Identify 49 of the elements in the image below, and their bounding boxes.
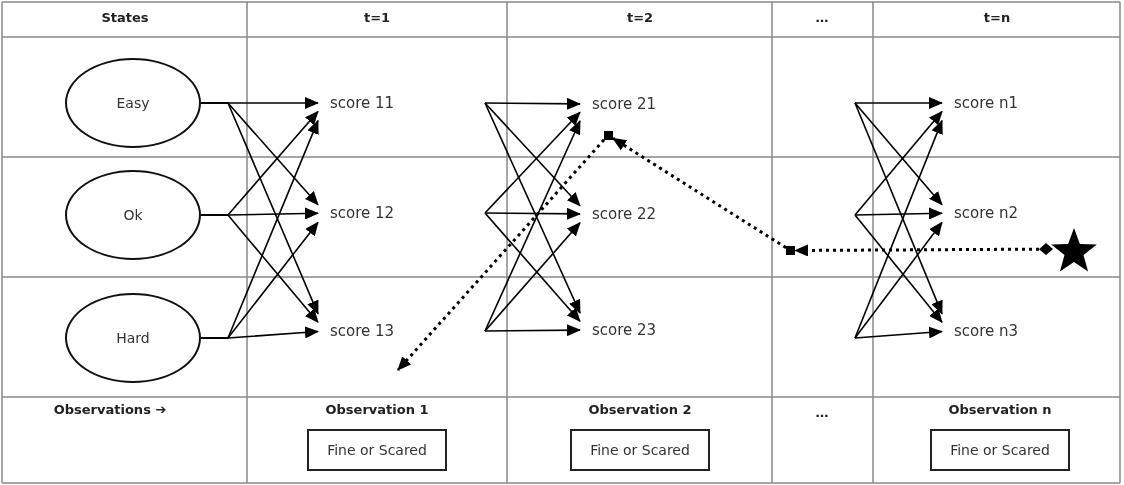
arrow (484, 324, 581, 337)
state-ellipse: Easy (65, 58, 201, 148)
score-text: score 12 (318, 202, 485, 224)
dotted-arrow (612, 137, 787, 249)
observation-box: Fine or Scared (307, 429, 447, 471)
score-text: score 11 (318, 92, 485, 114)
column-header: t=n (983, 10, 1011, 25)
state-ellipse: Hard (65, 293, 201, 383)
state-ellipse: Ok (65, 170, 201, 260)
column-header: t=2 (626, 10, 654, 25)
arrow (854, 102, 943, 315)
arrow (484, 222, 581, 332)
square-marker (786, 246, 795, 255)
arrow (200, 326, 319, 339)
arrow (200, 102, 319, 315)
score-text: score 23 (580, 319, 770, 341)
column-header: t=1 (363, 10, 391, 25)
arrow (854, 214, 943, 324)
score-text: score n3 (942, 320, 1052, 342)
column-heading: Observation 2 (588, 402, 692, 417)
arrow (484, 207, 581, 220)
square-marker (604, 131, 613, 140)
score-text: score n2 (942, 202, 1052, 224)
column-heading: Observation n (948, 402, 1052, 417)
arrow (854, 110, 943, 216)
observation-box: Fine or Scared (930, 429, 1070, 471)
arrow (854, 102, 943, 206)
observation-box: Fine or Scared (570, 429, 710, 471)
row-header: Observations ➔ (53, 402, 167, 417)
ellipsis-text: … (815, 405, 829, 420)
arrow (854, 119, 943, 339)
score-text: score n1 (942, 92, 1052, 114)
arrow (484, 120, 581, 332)
arrow (484, 97, 581, 110)
dotted-arrow (396, 138, 606, 371)
score-text: score 22 (580, 203, 770, 225)
arrow (484, 102, 581, 314)
arrow (854, 207, 943, 220)
arrow (854, 97, 943, 109)
arrow (854, 221, 943, 339)
arrow (854, 326, 943, 339)
arrow (484, 212, 581, 322)
score-text: score 13 (318, 320, 485, 342)
dotted-arrow (794, 243, 1053, 257)
arrow (200, 214, 319, 324)
column-heading: Observation 1 (325, 402, 429, 417)
column-header: … (815, 10, 829, 25)
column-header: States (101, 10, 149, 25)
score-text: score 21 (580, 93, 770, 115)
